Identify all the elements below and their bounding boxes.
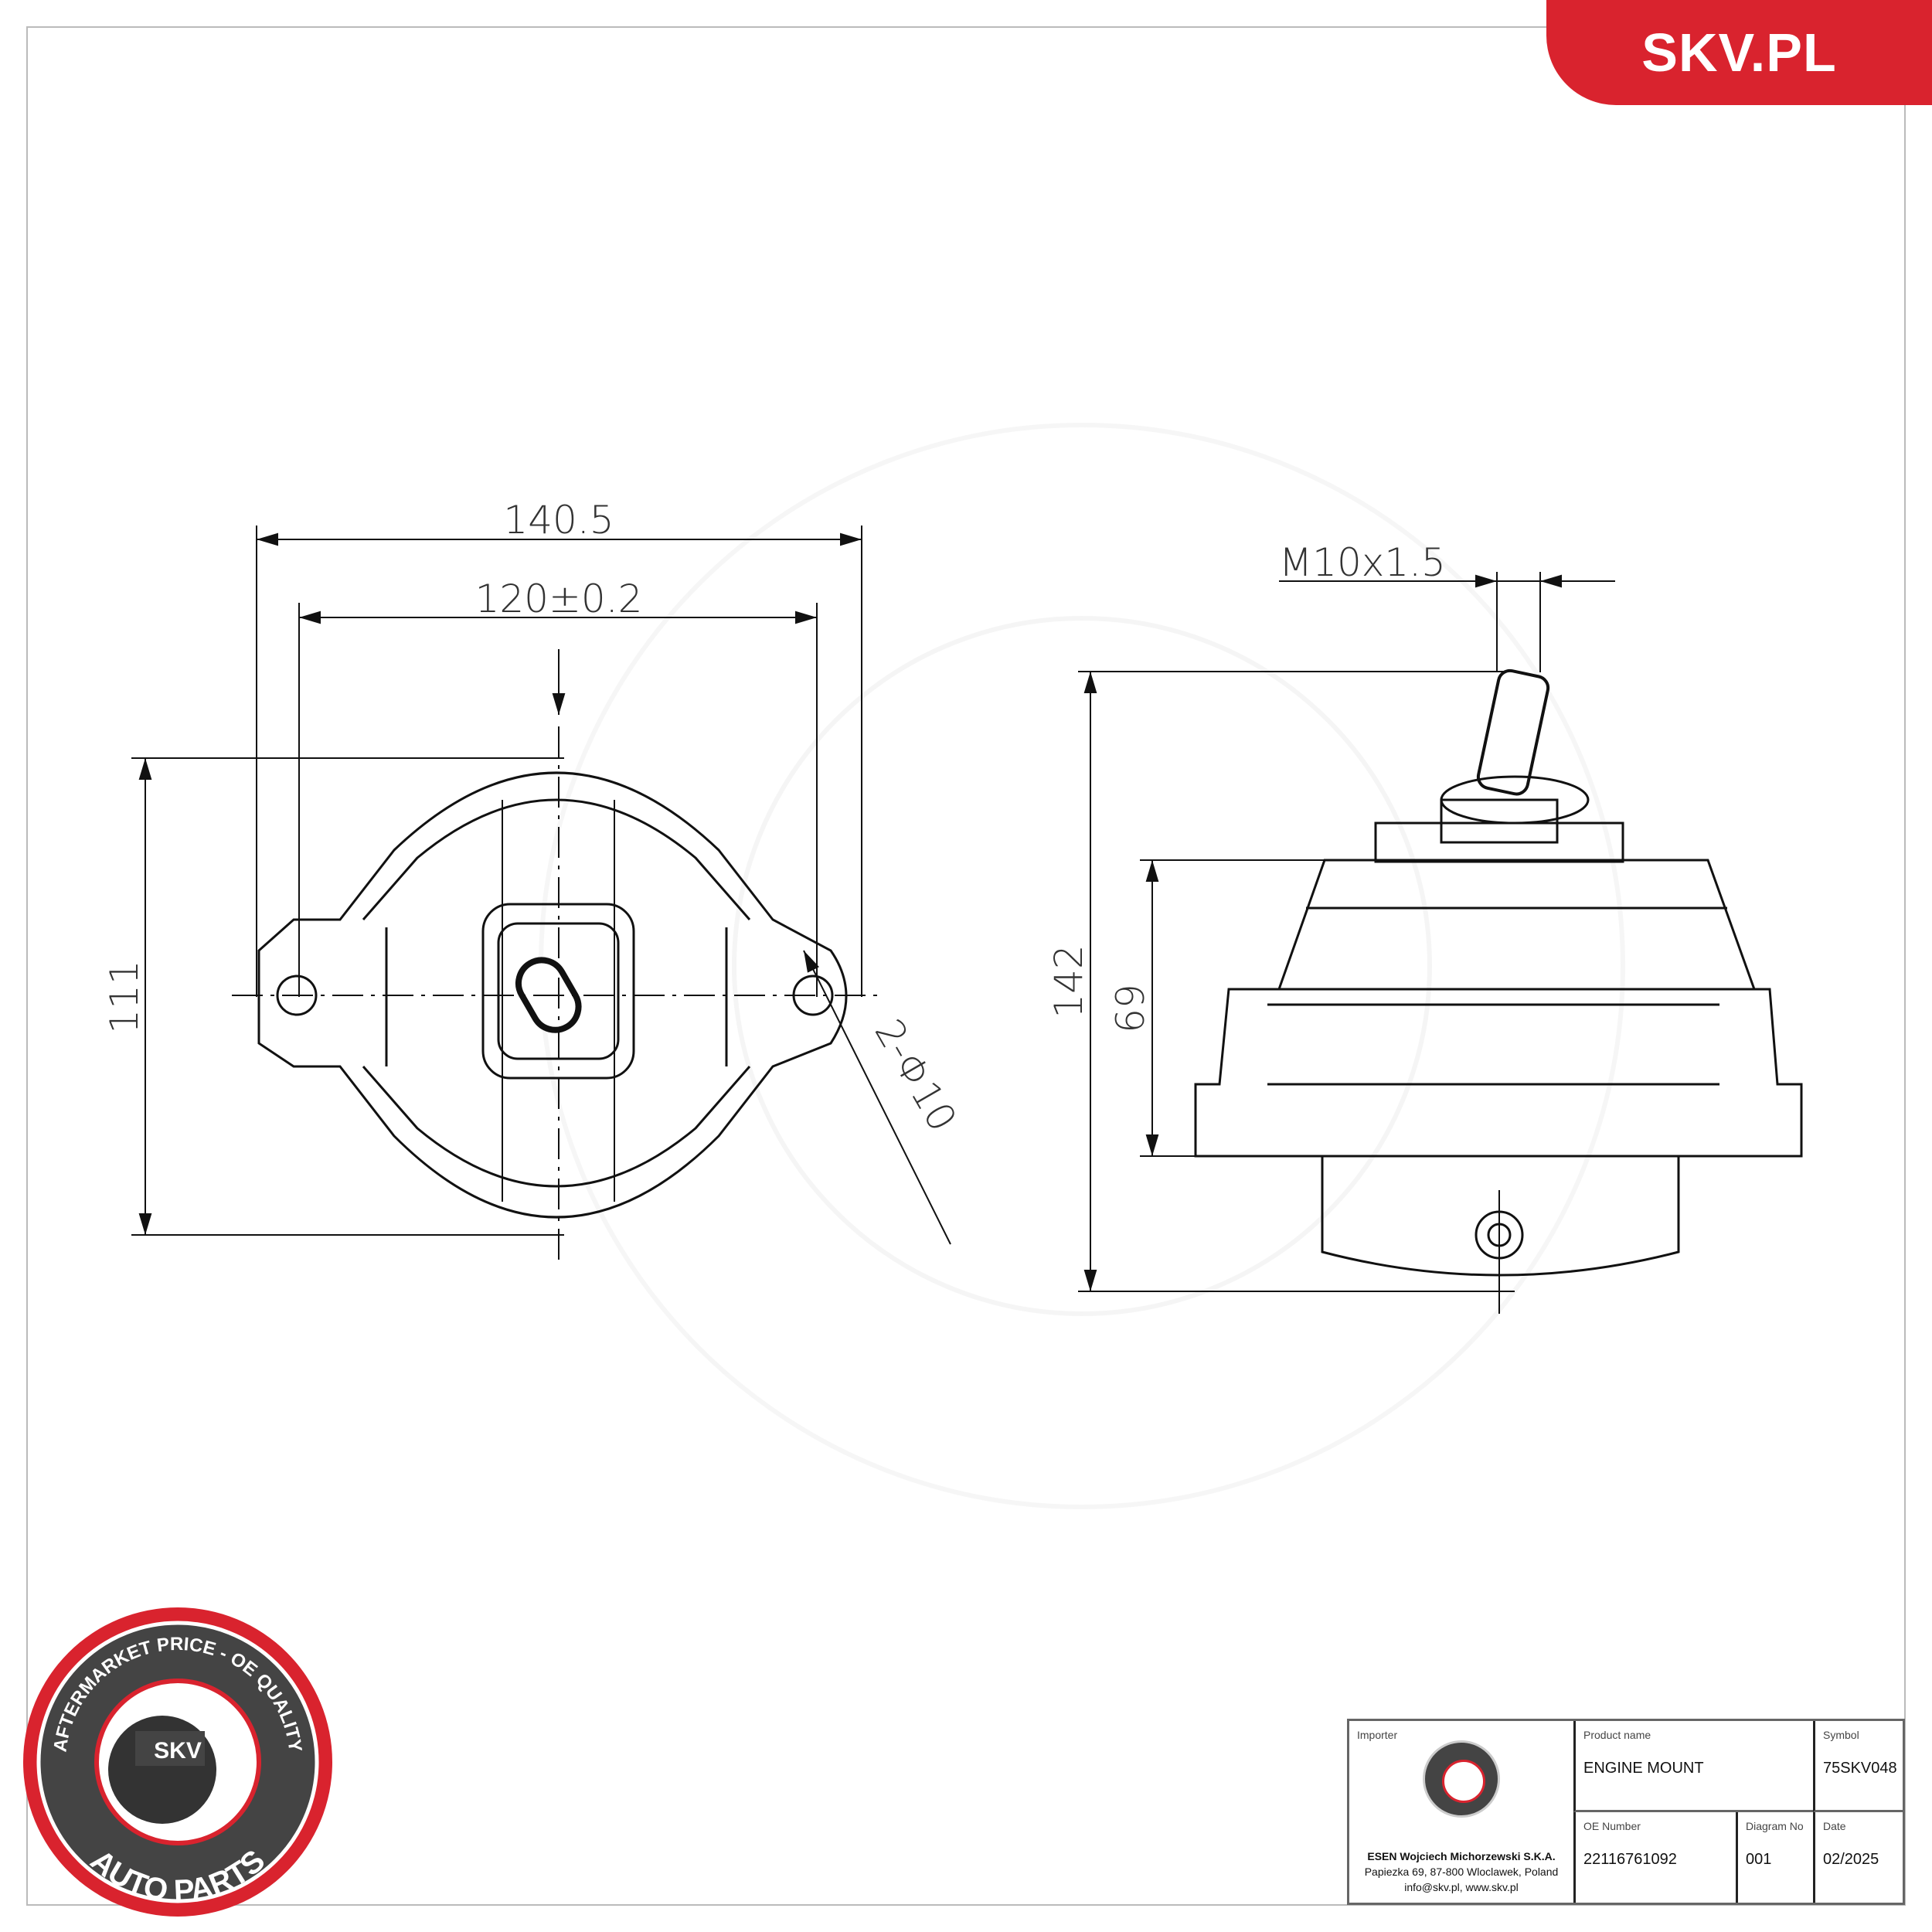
product-name-label: Product name (1583, 1729, 1651, 1741)
stamp-center-text: SKV (154, 1738, 202, 1764)
importer-name: ESEN Wojciech Michorzewski S.K.A. (1367, 1850, 1556, 1862)
diagram-no: 001 (1746, 1851, 1772, 1868)
hole-left (276, 975, 318, 1016)
diagram-no-cell: Diagram No 001 (1736, 1812, 1813, 1903)
mount-outline (257, 771, 848, 1219)
importer-cell: Importer ESEN Wojciech Michorzewski S.K.… (1349, 1721, 1573, 1903)
importer-label: Importer (1357, 1729, 1398, 1741)
dimension-overall-height: 142 (1046, 944, 1091, 1018)
importer-logo (1423, 1740, 1500, 1818)
dimension-body-height: 69 (1108, 984, 1153, 1033)
dimension-overall-width: 140.5 (503, 498, 614, 543)
date-value: 02/2025 (1823, 1851, 1879, 1868)
symbol-label: Symbol (1823, 1729, 1859, 1741)
oe-number-cell: OE Number 22116761092 (1573, 1812, 1736, 1903)
product-name: ENGINE MOUNT (1583, 1760, 1704, 1777)
left-view: 140.5 120±0.2 111 2-Φ10 (102, 498, 965, 1267)
symbol-value: 75SKV048 (1823, 1760, 1897, 1777)
right-view: M10x1.5 142 69 (1046, 540, 1803, 1314)
diagram-no-label: Diagram No (1746, 1820, 1804, 1832)
product-name-cell: Product name ENGINE MOUNT (1573, 1721, 1813, 1812)
importer-address: Papiezka 69, 87-800 Wloclawek, Poland (1364, 1866, 1559, 1878)
symbol-cell: Symbol 75SKV048 (1813, 1721, 1903, 1812)
dimension-thread: M10x1.5 (1279, 540, 1446, 585)
dimension-height: 111 (102, 960, 147, 1033)
date-label: Date (1823, 1820, 1846, 1832)
oe-number: 22116761092 (1583, 1851, 1677, 1868)
brand-logo: SKV.PL (1546, 0, 1932, 105)
dimension-holes: 2-Φ10 (866, 1012, 964, 1139)
drawing-frame (26, 26, 1906, 1906)
threaded-stud (1476, 668, 1550, 796)
skv-stamp-logo: SKV AFTERMARKET PRICE - OE QUALITY AUTO … (23, 1607, 332, 1917)
body-outline (1194, 859, 1803, 1158)
importer-contact: info@skv.pl, www.skv.pl (1404, 1881, 1519, 1893)
dimension-hole-spacing: 120±0.2 (475, 577, 643, 621)
oe-number-label: OE Number (1583, 1820, 1641, 1832)
title-block: Importer ESEN Wojciech Michorzewski S.K.… (1347, 1719, 1905, 1905)
date-cell: Date 02/2025 (1813, 1812, 1903, 1903)
